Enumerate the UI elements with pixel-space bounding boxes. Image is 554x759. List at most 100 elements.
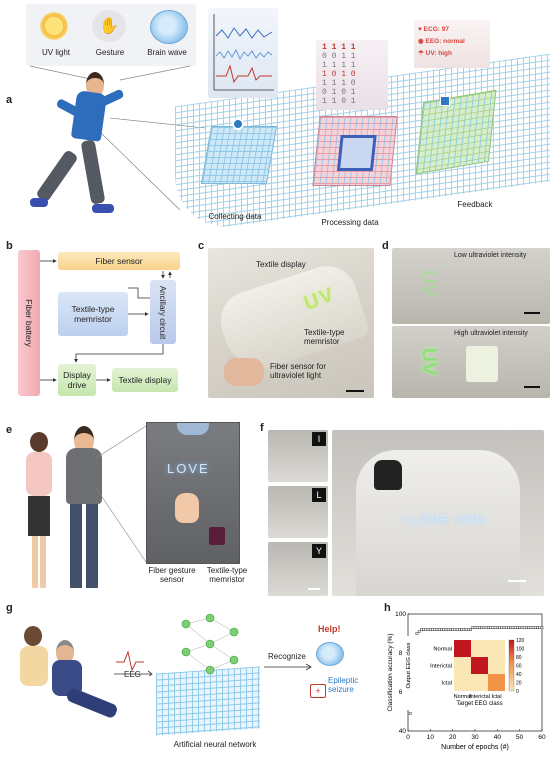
sleeve-photo: UV Textile display Textile-type memristo… (208, 248, 374, 398)
data-point (507, 626, 510, 629)
medkit-icon: + (310, 684, 326, 698)
panel-label-a: a (6, 94, 13, 106)
heatmap-cell (454, 674, 471, 691)
panel-label-c: c (198, 240, 205, 252)
data-point (498, 626, 501, 629)
panel-label-d: d (382, 240, 389, 252)
runner-leg-front (80, 139, 106, 205)
inset-col-label: Interictal (469, 694, 490, 700)
eeg-label: EEG (124, 670, 141, 679)
panel-f: f I L Y I LOVE YOU (260, 418, 552, 598)
heatmap-cell (488, 640, 505, 657)
data-point (408, 712, 412, 715)
man-head (74, 426, 94, 455)
heatmap-cell (471, 657, 488, 674)
fiber-sensor-box: Fiber sensor (58, 252, 180, 270)
data-point (527, 626, 530, 629)
feedback-uv: ☂ UV: high (418, 50, 452, 57)
woman-skirt (28, 496, 50, 536)
woman-leg (40, 536, 46, 588)
binary-row: 0 0 1 1 (322, 52, 356, 61)
data-point (533, 626, 537, 629)
eeg-wave (114, 650, 153, 676)
x-tick-label: 20 (449, 734, 457, 741)
data-point (460, 628, 463, 631)
inset-row-label: Interictal (430, 664, 452, 670)
data-point (522, 626, 526, 629)
iloveyou-text: I LOVE YOU (402, 512, 486, 527)
data-point (491, 626, 495, 629)
colorbar-tick-label: 40 (516, 672, 522, 678)
gesture-hand (175, 493, 199, 523)
collar (177, 423, 209, 435)
woman-head (30, 432, 48, 452)
sweater-zoom: LOVE (146, 422, 240, 564)
y-tick-label: 40 (399, 728, 407, 735)
data-point (502, 626, 506, 629)
display-drive-label: Display drive (63, 370, 91, 390)
panel-label-f: f (260, 422, 264, 434)
inset-x-label: Target EEG class (456, 701, 502, 707)
memristor-label-e: Textile-type memristor (206, 566, 248, 584)
woman-top (26, 452, 52, 496)
colorbar-tick-label: 0 (516, 689, 519, 695)
ann-label: Artificial neural network (173, 740, 257, 749)
data-point (415, 632, 419, 635)
x-tick-label: 60 (538, 734, 546, 741)
data-point (455, 628, 459, 631)
data-point (516, 626, 519, 629)
hoodie-photo: I LOVE YOU (332, 430, 544, 596)
brain-icon (150, 10, 188, 44)
woman-top (20, 646, 48, 686)
colorbar-tick-label: 20 (516, 681, 522, 687)
data-point (518, 626, 522, 629)
stage-label-collecting: Collecting data (208, 212, 262, 221)
data-point (475, 626, 479, 629)
data-point (471, 626, 475, 629)
panel-h: h 0102030405060406080100Number of epochs… (384, 600, 554, 759)
heart-icon: ♥ (418, 26, 424, 33)
data-point (500, 626, 504, 629)
scale-bar (508, 580, 526, 582)
x-tick-label: 10 (427, 734, 435, 741)
runner-leg-back (35, 149, 79, 203)
data-point (422, 628, 425, 631)
data-point (504, 626, 508, 629)
processing-core (336, 135, 377, 171)
zoom-lines (95, 425, 147, 563)
brain-help-icon (316, 642, 344, 666)
input-label-gesture: Gesture (95, 48, 125, 57)
handshake-icon: ✋ (92, 10, 126, 42)
colorbar-tick-label: 120 (516, 638, 525, 644)
data-point (493, 626, 497, 629)
data-point (462, 628, 466, 631)
data-point (531, 626, 535, 629)
data-point (520, 626, 524, 629)
data-point (513, 626, 517, 629)
input-label-uv: UV light (41, 48, 70, 57)
data-point (473, 626, 477, 629)
panel-g: g EEG Artificial neural network Recogniz… (0, 600, 380, 759)
data-point (431, 628, 434, 631)
data-point (446, 628, 450, 631)
stage-label-processing: Processing data (321, 218, 379, 227)
panel-label-g: g (6, 602, 13, 614)
data-point (449, 628, 452, 631)
display-drive-box: Display drive (58, 364, 96, 396)
input-icons-box: ✋ UV light Gesture Brain wave (26, 4, 196, 66)
man-sweater (66, 448, 102, 504)
data-point (469, 628, 472, 631)
binary-row: 1 1 1 1 (322, 61, 356, 70)
data-point (433, 628, 437, 631)
inset-col-label: Ictal (491, 694, 501, 700)
panel-b-arrows (40, 259, 172, 382)
woman-figure (22, 432, 54, 592)
uv-low-label: Low ultraviolet intensity (454, 252, 527, 259)
data-point (424, 628, 428, 631)
runner-shoe-back (30, 198, 48, 207)
patient-legs (65, 686, 119, 720)
inset-col-label: Normal (454, 694, 472, 700)
man-leg (70, 504, 82, 588)
data-point (536, 626, 539, 629)
data-point (480, 626, 484, 629)
